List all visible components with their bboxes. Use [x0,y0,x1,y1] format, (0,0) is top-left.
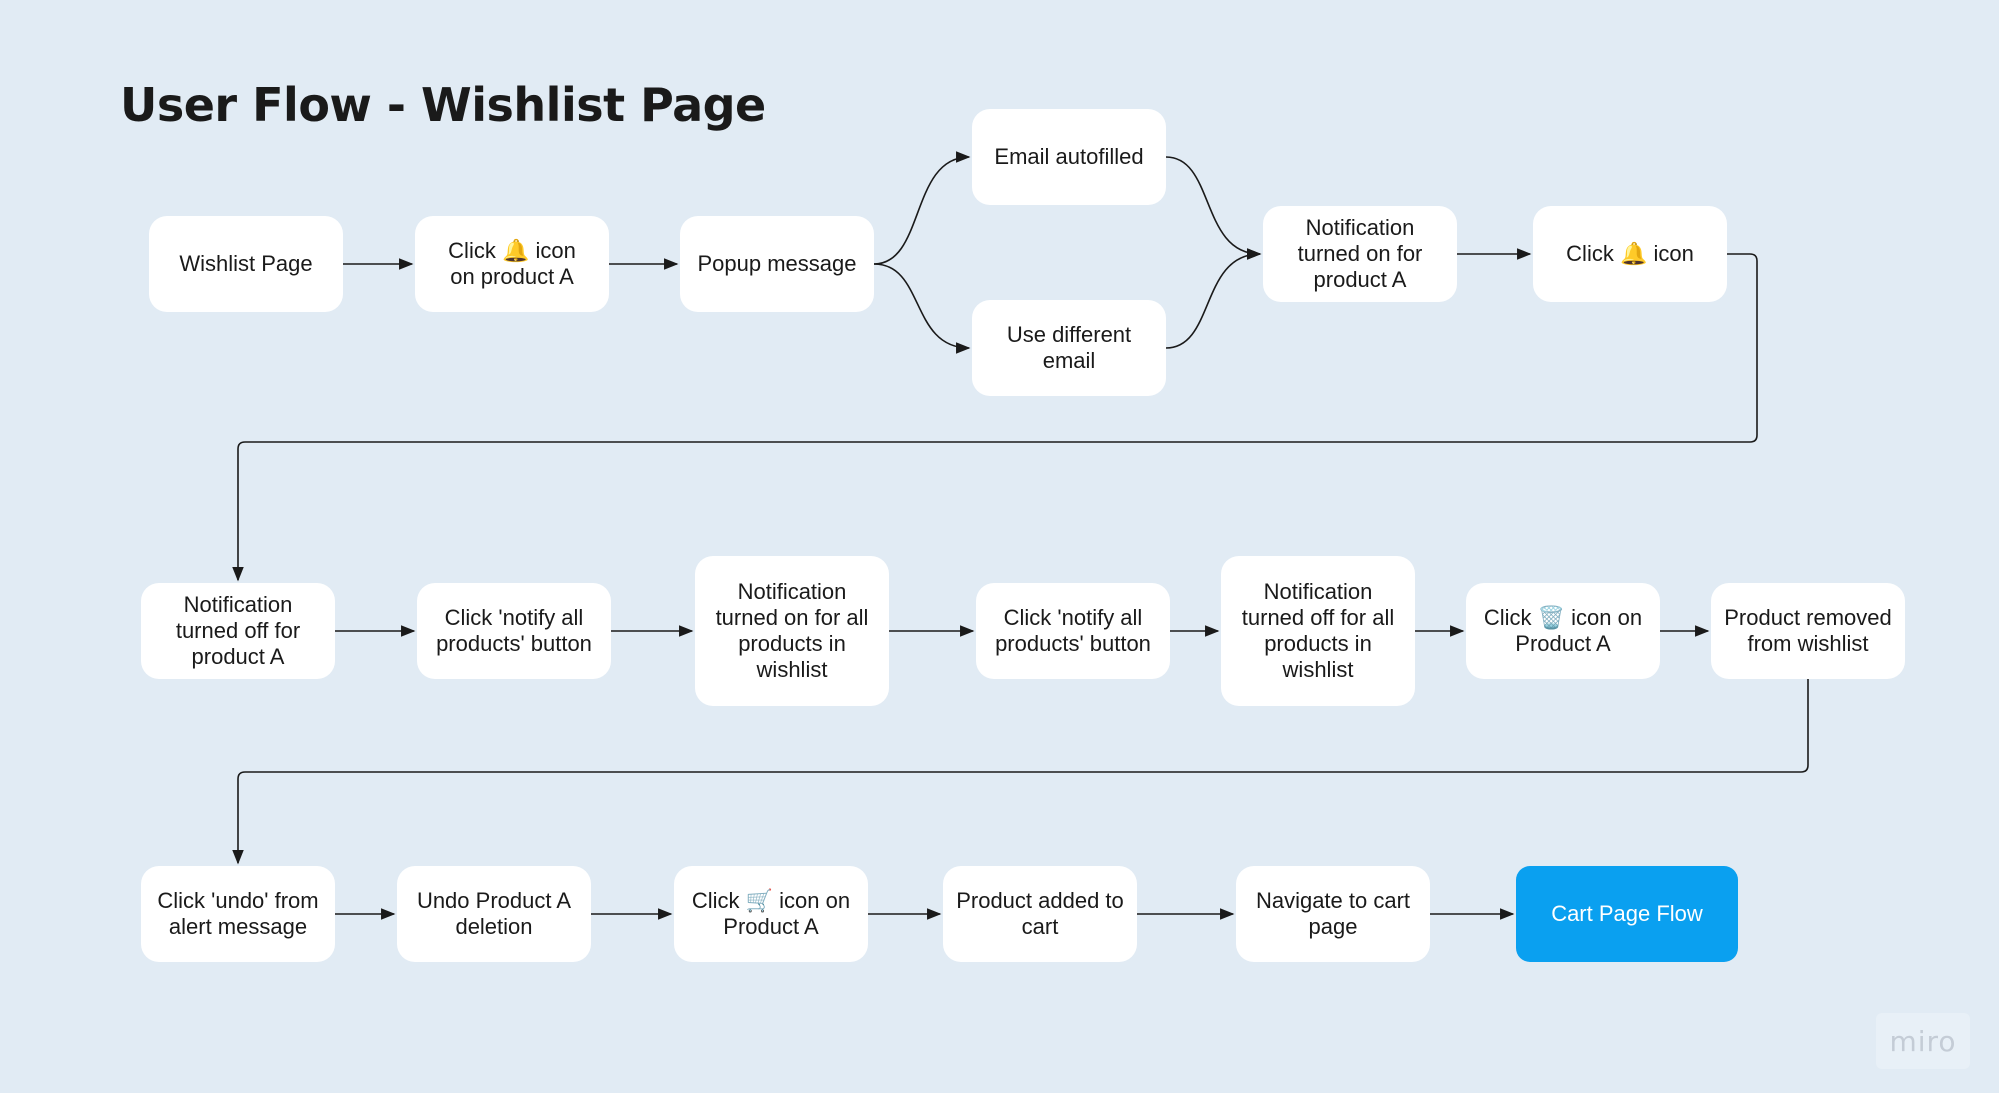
node-product-removed[interactable]: Product removed from wishlist [1711,583,1905,679]
node-popup-message[interactable]: Popup message [680,216,874,312]
miro-watermark: miro [1876,1013,1970,1069]
node-click-bell-product-a[interactable]: Click 🔔 icon on product A [415,216,609,312]
node-navigate-cart[interactable]: Navigate to cart page [1236,866,1430,962]
node-notification-off-product-a[interactable]: Notification turned off for product A [141,583,335,679]
connector-arrow-5 [1165,156,1262,260]
node-notification-on-product-a[interactable]: Notification turned on for product A [1263,206,1457,302]
connector-arrow-4 [873,263,971,354]
node-product-added-cart[interactable]: Product added to cart [943,866,1137,962]
node-cart-page-flow[interactable]: Cart Page Flow [1516,866,1738,962]
node-click-trash-product-a[interactable]: Click 🗑️ icon on Product A [1466,583,1660,679]
node-click-notify-all-2[interactable]: Click 'notify all products' button [976,583,1170,679]
node-undo-deletion[interactable]: Undo Product A deletion [397,866,591,962]
node-email-autofilled[interactable]: Email autofilled [972,109,1166,205]
connector-arrow-3 [873,151,971,265]
node-use-different-email[interactable]: Use different email [972,300,1166,396]
node-notification-on-all[interactable]: Notification turned on for all products … [695,556,889,706]
node-notification-off-all[interactable]: Notification turned off for all products… [1221,556,1415,706]
node-wishlist-page[interactable]: Wishlist Page [149,216,343,312]
connector-arrow-15 [232,679,1809,865]
node-click-bell[interactable]: Click 🔔 icon [1533,206,1727,302]
node-click-cart-product-a[interactable]: Click 🛒 icon on Product A [674,866,868,962]
node-click-undo[interactable]: Click 'undo' from alert message [141,866,335,962]
diagram-title: User Flow - Wishlist Page [120,78,766,132]
connector-arrow-8 [232,253,1758,582]
connector-arrow-6 [1165,248,1262,349]
node-click-notify-all-1[interactable]: Click 'notify all products' button [417,583,611,679]
